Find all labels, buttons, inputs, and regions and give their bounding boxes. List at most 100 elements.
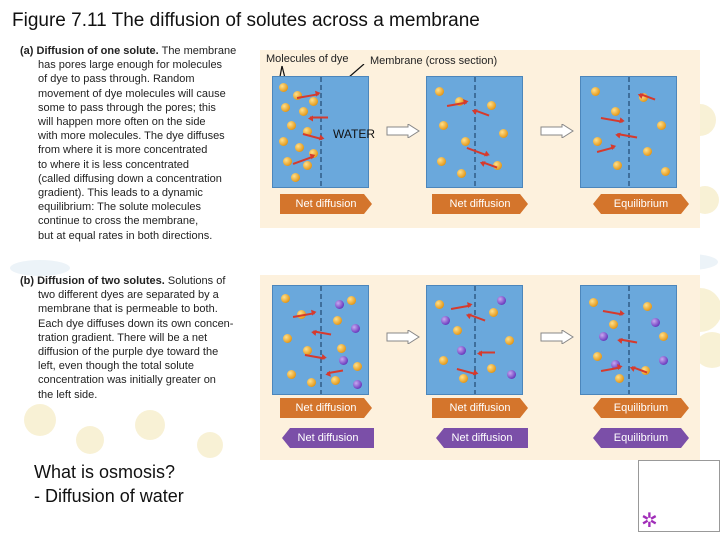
orange-dye-molecule bbox=[293, 91, 302, 100]
part-a-line: some to pass through the pores; this bbox=[38, 101, 216, 114]
wide-arrow-icon bbox=[540, 124, 574, 138]
orange-dye-molecule bbox=[593, 352, 602, 361]
orange-dye-molecule bbox=[435, 87, 444, 96]
purple-dye-molecule bbox=[441, 316, 450, 325]
orange-dye-molecule bbox=[437, 157, 446, 166]
orange-dye-molecule bbox=[435, 300, 444, 309]
purple-dye-molecule bbox=[599, 332, 608, 341]
figure-title: Figure 7.11 The diffusion of solutes acr… bbox=[12, 10, 480, 31]
movement-arrow bbox=[313, 330, 332, 336]
orange-dye-molecule bbox=[661, 167, 670, 176]
equilibrium-orange-tag: Equilibrium bbox=[593, 398, 689, 418]
panel-gap bbox=[260, 230, 700, 275]
part-a-line: The membrane bbox=[161, 45, 237, 57]
orange-dye-molecule bbox=[279, 137, 288, 146]
part-b-line: Each dye diffuses down its own concen- bbox=[38, 317, 234, 330]
equilibrium-purple-tag: Equilibrium bbox=[593, 428, 689, 448]
movement-arrow bbox=[304, 354, 325, 359]
part-a-line: (called diffusing down a concentration bbox=[38, 172, 222, 185]
orange-dye-molecule bbox=[303, 346, 312, 355]
net-diffusion-tag: Net diffusion bbox=[432, 194, 528, 214]
orange-dye-molecule bbox=[331, 376, 340, 385]
osmosis-question: What is osmosis? bbox=[34, 462, 176, 482]
orange-dye-molecule bbox=[307, 378, 316, 387]
orange-dye-molecule bbox=[295, 143, 304, 152]
purple-dye-molecule bbox=[497, 296, 506, 305]
movement-arrow bbox=[596, 146, 615, 153]
orange-dye-molecule bbox=[487, 101, 496, 110]
wide-arrow-icon bbox=[540, 330, 574, 344]
part-a-line: from where it is more concentrated bbox=[38, 144, 208, 157]
orange-dye-molecule bbox=[611, 107, 620, 116]
orange-dye-molecule bbox=[283, 157, 292, 166]
wide-arrow-icon bbox=[386, 124, 420, 138]
movement-arrow bbox=[310, 117, 328, 119]
orange-dye-molecule bbox=[287, 121, 296, 130]
movement-arrow bbox=[473, 109, 490, 117]
orange-dye-molecule bbox=[489, 308, 498, 317]
part-a-beaker-1 bbox=[272, 76, 369, 188]
part-a-beaker-3 bbox=[580, 76, 677, 188]
orange-dye-molecule bbox=[593, 137, 602, 146]
part-b-line: membrane that is permeable to both. bbox=[38, 303, 218, 316]
orange-dye-molecule bbox=[487, 364, 496, 373]
part-b-line: two different dyes are separated by a bbox=[38, 289, 219, 302]
orange-dye-molecule bbox=[459, 374, 468, 383]
movement-arrow bbox=[479, 352, 495, 354]
purple-dye-molecule bbox=[457, 346, 466, 355]
movement-arrow bbox=[450, 304, 471, 310]
orange-dye-molecule bbox=[613, 161, 622, 170]
orange-dye-molecule bbox=[457, 169, 466, 178]
orange-dye-molecule bbox=[281, 294, 290, 303]
orange-dye-molecule bbox=[287, 370, 296, 379]
orange-dye-molecule bbox=[347, 296, 356, 305]
orange-dye-molecule bbox=[591, 87, 600, 96]
part-a-line: but at equal rates in both directions. bbox=[38, 229, 213, 242]
purple-dye-molecule bbox=[507, 370, 516, 379]
purple-dye-molecule bbox=[335, 300, 344, 309]
equilibrium-tag: Equilibrium bbox=[593, 194, 689, 214]
part-b-heading: Diffusion of two solutes. bbox=[37, 275, 165, 287]
part-a-line: equilibrium: The solute molecules bbox=[38, 201, 202, 214]
orange-dye-molecule bbox=[333, 316, 342, 325]
orange-dye-molecule bbox=[283, 334, 292, 343]
orange-dye-molecule bbox=[453, 326, 462, 335]
part-a-line: of dye to pass through. Random bbox=[38, 73, 195, 86]
orange-dye-molecule bbox=[659, 332, 668, 341]
movement-arrow bbox=[456, 368, 477, 375]
orange-dye-molecule bbox=[643, 302, 652, 311]
net-diffusion-purple-tag: Net diffusion bbox=[436, 428, 528, 448]
corner-logo-icon[interactable]: ✲ bbox=[641, 510, 658, 532]
orange-dye-molecule bbox=[291, 173, 300, 182]
part-a-beaker-2 bbox=[426, 76, 523, 188]
orange-dye-molecule bbox=[309, 97, 318, 106]
part-a-label: (a) bbox=[20, 45, 34, 57]
purple-dye-molecule bbox=[659, 356, 668, 365]
orange-dye-molecule bbox=[279, 83, 288, 92]
net-diffusion-orange-tag: Net diffusion bbox=[280, 398, 372, 418]
orange-dye-molecule bbox=[505, 336, 514, 345]
part-b-description: (b) Diffusion of two solutes. Solutions … bbox=[20, 274, 260, 402]
membrane-label: Membrane (cross section) bbox=[370, 55, 498, 67]
part-b-beaker-1 bbox=[272, 285, 369, 395]
part-b-line: the left side. bbox=[38, 388, 98, 401]
orange-dye-molecule bbox=[353, 362, 362, 371]
orange-dye-molecule bbox=[439, 356, 448, 365]
wide-arrow-icon bbox=[386, 330, 420, 344]
molecules-of-dye-label: Molecules of dye bbox=[266, 53, 349, 65]
movement-arrow bbox=[600, 117, 623, 123]
part-a-line: gradient). This leads to a dynamic bbox=[38, 187, 203, 200]
purple-dye-molecule bbox=[611, 360, 620, 369]
movement-arrow bbox=[302, 133, 323, 140]
movement-arrow bbox=[446, 101, 467, 107]
orange-dye-molecule bbox=[609, 320, 618, 329]
orange-dye-molecule bbox=[499, 129, 508, 138]
part-a-heading: Diffusion of one solute. bbox=[36, 45, 159, 57]
orange-dye-molecule bbox=[461, 137, 470, 146]
net-diffusion-tag: Net diffusion bbox=[280, 194, 372, 214]
water-label: WATER bbox=[333, 127, 375, 141]
orange-dye-molecule bbox=[439, 121, 448, 130]
part-a-line: will happen more often on the side bbox=[38, 116, 206, 129]
part-a-line: continue to cross the membrane, bbox=[38, 215, 199, 228]
part-b-beaker-2 bbox=[426, 285, 523, 395]
